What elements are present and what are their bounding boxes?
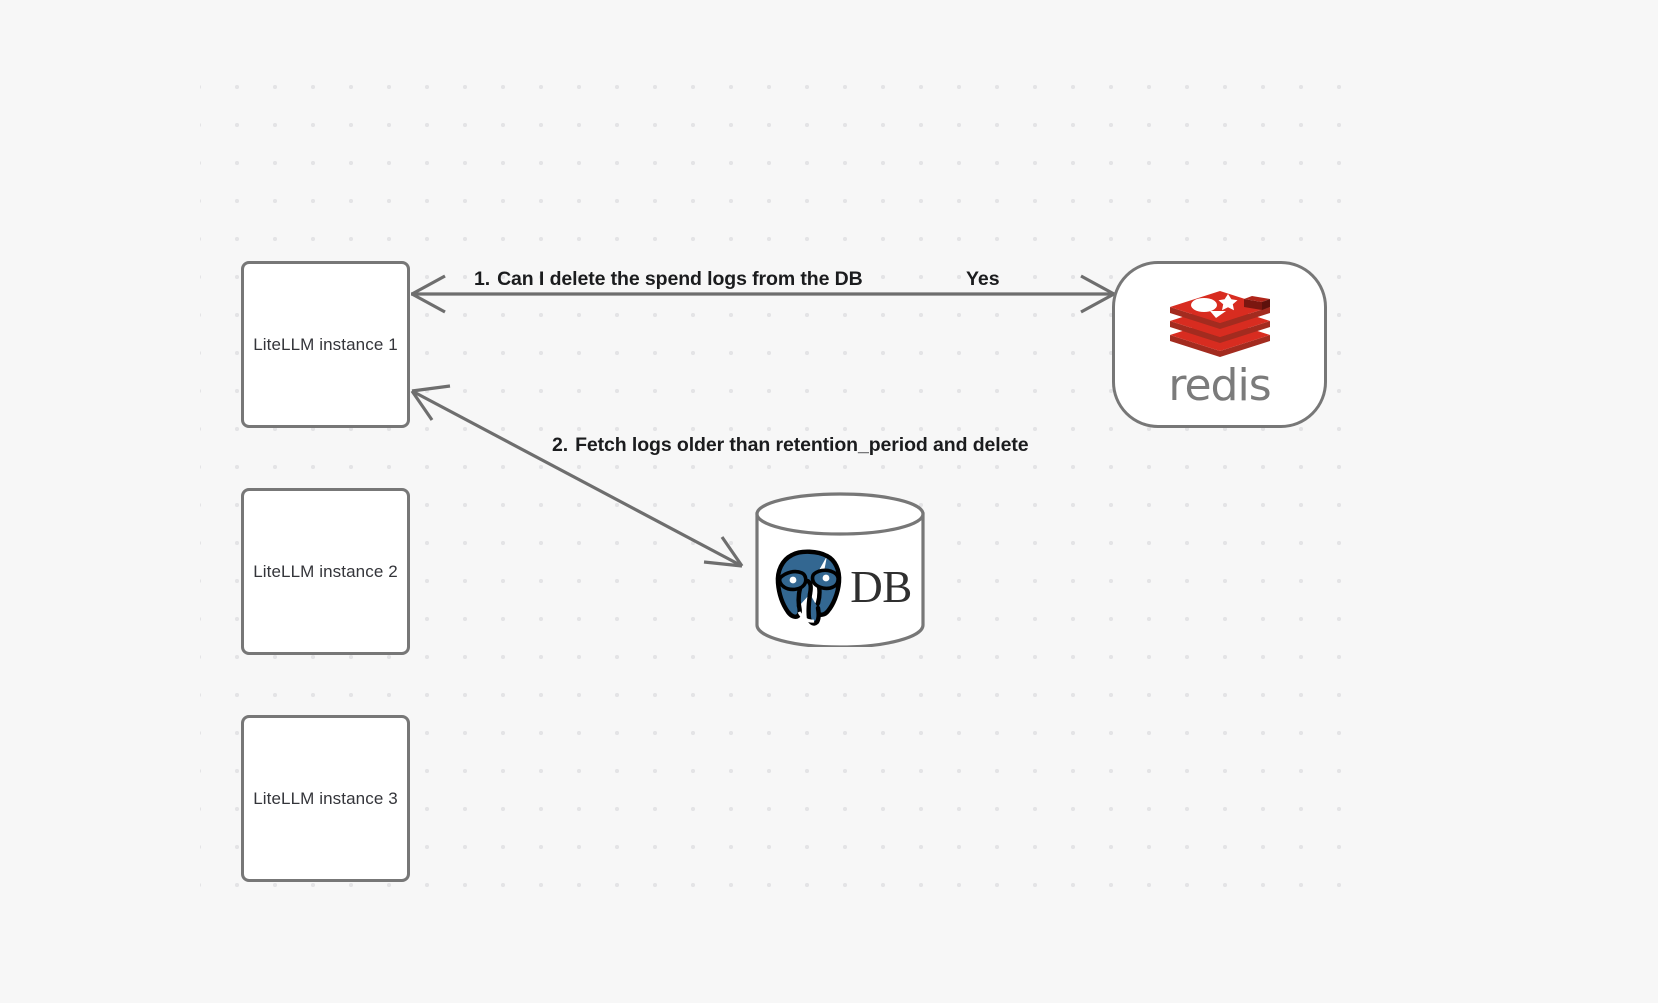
node-litellm-instance-3-label: LiteLLM instance 3 [253, 788, 398, 808]
node-redis[interactable]: redis [1112, 261, 1327, 428]
node-litellm-instance-1-label: LiteLLM instance 1 [253, 334, 398, 354]
node-litellm-instance-3[interactable]: LiteLLM instance 3 [241, 715, 410, 882]
node-litellm-instance-2[interactable]: LiteLLM instance 2 [241, 488, 410, 655]
edge-1-number: 1. [474, 268, 491, 290]
node-litellm-instance-2-label: LiteLLM instance 2 [253, 561, 398, 581]
redis-wordmark: redis [1168, 359, 1271, 411]
node-db[interactable]: DB [754, 492, 926, 647]
edge-1-text: Can I delete the spend logs from the DB [497, 268, 863, 290]
db-label: DB [850, 562, 912, 612]
redis-logo-group: redis [1166, 285, 1274, 407]
edge-litellm1-to-db [410, 384, 744, 568]
redis-stack-icon [1169, 290, 1270, 357]
edge-1-label: 1. Can I delete the spend logs from the D… [474, 268, 863, 291]
edge-2-text: Fetch logs older than retention_period a… [575, 434, 1029, 456]
db-logo-row: DB [754, 544, 926, 630]
edge-1-reply-label: Yes [966, 268, 1000, 290]
edge-2-number: 2. [552, 434, 569, 456]
edge-2-label: 2. Fetch logs older than retention_period… [552, 434, 1029, 457]
node-litellm-instance-1[interactable]: LiteLLM instance 1 [241, 261, 410, 428]
edge-redis-to-litellm1 [411, 274, 1115, 314]
postgresql-elephant-icon [775, 549, 842, 626]
